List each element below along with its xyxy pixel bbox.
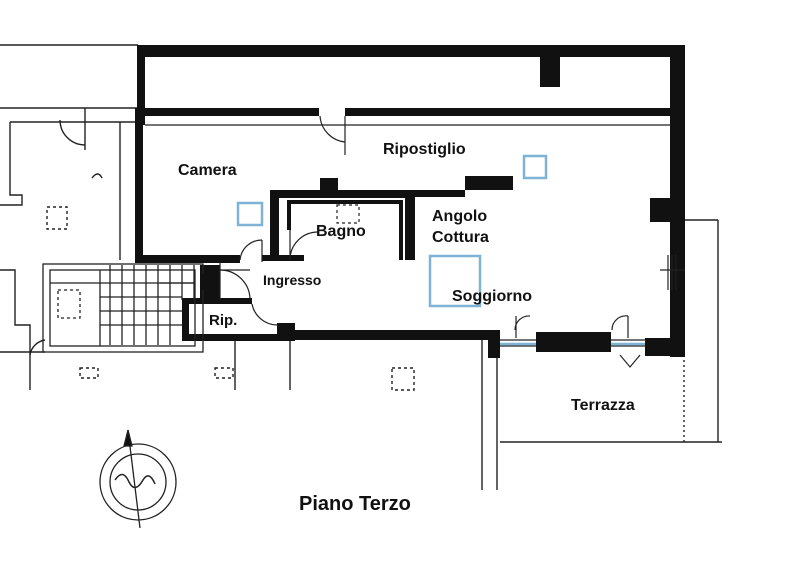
room-label-angolo: Angolo [432, 208, 488, 225]
room-label-rip: Rip. [209, 312, 238, 329]
room-label-soggiorno: Soggiorno [452, 288, 532, 305]
walls [135, 45, 685, 358]
staircase [42, 263, 204, 353]
room-label-cottura: Cottura [432, 229, 489, 246]
room-label-ripostiglio: Ripostiglio [383, 141, 466, 158]
room-label-ingresso: Ingresso [263, 272, 322, 288]
plan-title: Piano Terzo [299, 493, 411, 515]
compass-icon [99, 429, 177, 529]
fixtures [236, 154, 645, 346]
stair-arrow-icon [200, 268, 220, 296]
room-label-terrazza: Terrazza [571, 397, 635, 414]
room-label-bagno: Bagno [316, 223, 366, 240]
neighbour-outline [0, 44, 722, 490]
room-label-camera: Camera [178, 162, 237, 179]
interior-lines [145, 115, 685, 368]
